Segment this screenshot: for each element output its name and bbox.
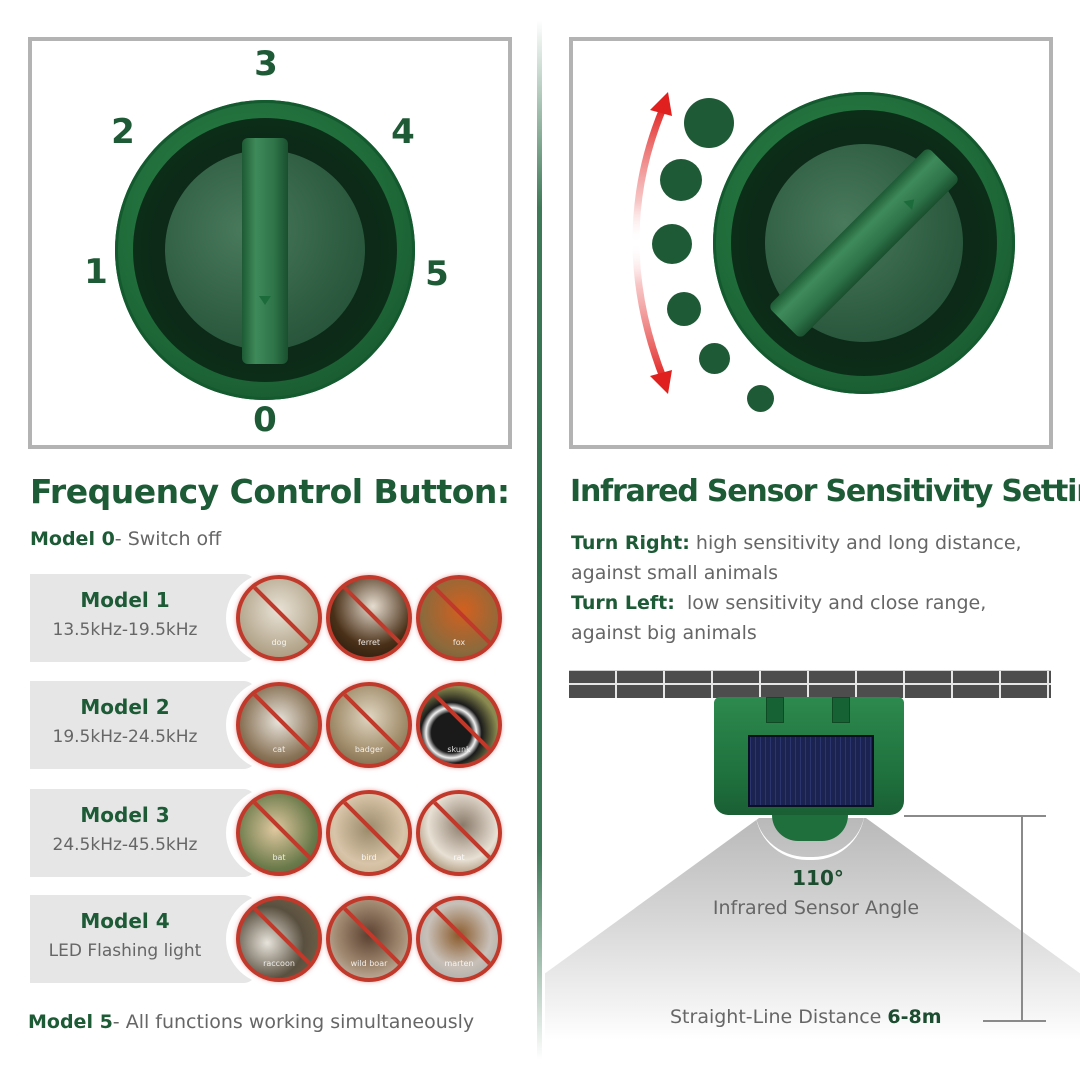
animal-name: fox bbox=[452, 638, 466, 647]
animal-name: raccoon bbox=[263, 959, 295, 968]
turn-right-desc-line2: against small animals bbox=[571, 562, 778, 584]
model-5-description: Model 5- All functions working simultane… bbox=[28, 1011, 474, 1033]
sensitivity-dot-2 bbox=[660, 159, 702, 201]
turn-left-desc: low sensitivity and close range, bbox=[674, 592, 987, 614]
infrared-sensor-dome bbox=[772, 815, 848, 841]
brick-wall bbox=[569, 670, 1051, 698]
dial-number-5: 5 bbox=[425, 254, 449, 294]
dial-number-4: 4 bbox=[391, 112, 415, 152]
model-title: Model 3 bbox=[80, 803, 170, 827]
model-0-desc: - Switch off bbox=[114, 528, 222, 550]
animal-name: skunk bbox=[447, 745, 471, 754]
sensitivity-dot-5 bbox=[699, 343, 730, 374]
dial-pointer-icon bbox=[259, 296, 271, 305]
model-row-4: Model 4 LED Flashing light raccoon wild … bbox=[30, 893, 510, 985]
turn-right-label: Turn Right: bbox=[571, 532, 690, 554]
sensitivity-control-dial[interactable] bbox=[713, 92, 1015, 394]
sensitivity-dot-3 bbox=[652, 224, 692, 264]
infrared-angle-value: 110° bbox=[792, 866, 844, 890]
frequency-control-dial[interactable] bbox=[115, 100, 415, 400]
no-marten-icon: marten bbox=[416, 896, 502, 982]
rotate-both-ways-arrow-icon bbox=[632, 92, 672, 394]
distance-value: 6-8m bbox=[887, 1006, 942, 1028]
no-fox-icon: fox bbox=[416, 575, 502, 661]
sensitivity-dot-6 bbox=[747, 385, 774, 412]
no-badger-icon: badger bbox=[326, 682, 412, 768]
dial-number-1: 1 bbox=[84, 252, 108, 292]
model-5-desc: - All functions working simultaneously bbox=[112, 1011, 475, 1033]
dimension-line-bottom bbox=[983, 1020, 1046, 1022]
solar-panel-icon bbox=[748, 735, 874, 807]
turn-left-label: Turn Left: bbox=[571, 592, 675, 614]
model-title: Model 1 bbox=[80, 588, 170, 612]
model-frequency: 13.5kHz-19.5kHz bbox=[52, 620, 198, 640]
animal-name: ferret bbox=[357, 638, 381, 647]
infrared-angle-label: Infrared Sensor Angle bbox=[712, 897, 920, 919]
infrared-sensitivity-heading: Infrared Sensor Sensitivity Settings bbox=[570, 474, 1080, 509]
model-5-label: Model 5 bbox=[28, 1011, 113, 1033]
no-bat-icon: bat bbox=[236, 790, 322, 876]
dimension-line-top bbox=[904, 815, 1046, 817]
model-row-3: Model 3 24.5kHz-45.5kHz bat bird rat bbox=[30, 787, 510, 879]
frequency-control-heading: Frequency Control Button: bbox=[30, 472, 510, 511]
model-0-label: Model 0 bbox=[30, 528, 115, 550]
mount-tab bbox=[766, 697, 784, 723]
no-rat-icon: rat bbox=[416, 790, 502, 876]
no-dog-icon: dog bbox=[236, 575, 322, 661]
dimension-line-vertical bbox=[1021, 815, 1023, 1022]
distance-label: Straight-Line Distance bbox=[670, 1006, 888, 1028]
animal-name: bird bbox=[361, 853, 377, 862]
model-frequency: 19.5kHz-24.5kHz bbox=[52, 727, 198, 747]
mount-tab bbox=[832, 697, 850, 723]
turn-left-description: Turn Left: low sensitivity and close ran… bbox=[571, 588, 986, 648]
no-bird-icon: bird bbox=[326, 790, 412, 876]
animal-name: rat bbox=[453, 853, 465, 862]
animal-name: marten bbox=[444, 959, 474, 968]
model-frequency: 24.5kHz-45.5kHz bbox=[52, 835, 198, 855]
turn-left-desc-line2: against big animals bbox=[571, 622, 757, 644]
animal-name: bat bbox=[272, 853, 286, 862]
center-divider bbox=[537, 20, 542, 1060]
dial-number-0: 0 bbox=[253, 400, 277, 440]
no-ferret-icon: ferret bbox=[326, 575, 412, 661]
animal-name: dog bbox=[271, 638, 287, 647]
no-wild-boar-icon: wild boar bbox=[326, 896, 412, 982]
no-skunk-icon: skunk bbox=[416, 682, 502, 768]
turn-right-desc: high sensitivity and long distance, bbox=[689, 532, 1022, 554]
sensitivity-dot-4 bbox=[667, 292, 701, 326]
no-raccoon-icon: raccoon bbox=[236, 896, 322, 982]
dial-number-3: 3 bbox=[254, 44, 278, 84]
turn-right-description: Turn Right: high sensitivity and long di… bbox=[571, 528, 1022, 588]
model-title: Model 2 bbox=[80, 695, 170, 719]
sensitivity-dot-1 bbox=[684, 98, 734, 148]
straight-line-distance: Straight-Line Distance 6-8m bbox=[670, 1006, 942, 1028]
sensor-arc bbox=[755, 808, 865, 860]
dial-number-2: 2 bbox=[111, 112, 135, 152]
model-0-description: Model 0- Switch off bbox=[30, 528, 221, 550]
animal-name: wild boar bbox=[350, 959, 388, 968]
model-row-2: Model 2 19.5kHz-24.5kHz cat badger skunk bbox=[30, 679, 510, 771]
model-frequency: LED Flashing light bbox=[48, 941, 202, 961]
animal-name: badger bbox=[354, 745, 384, 754]
model-title: Model 4 bbox=[80, 909, 170, 933]
no-cat-icon: cat bbox=[236, 682, 322, 768]
dial-grip-ridge bbox=[242, 138, 288, 364]
animal-name: cat bbox=[272, 745, 286, 754]
model-row-1: Model 1 13.5kHz-19.5kHz dog ferret fox bbox=[30, 572, 510, 664]
